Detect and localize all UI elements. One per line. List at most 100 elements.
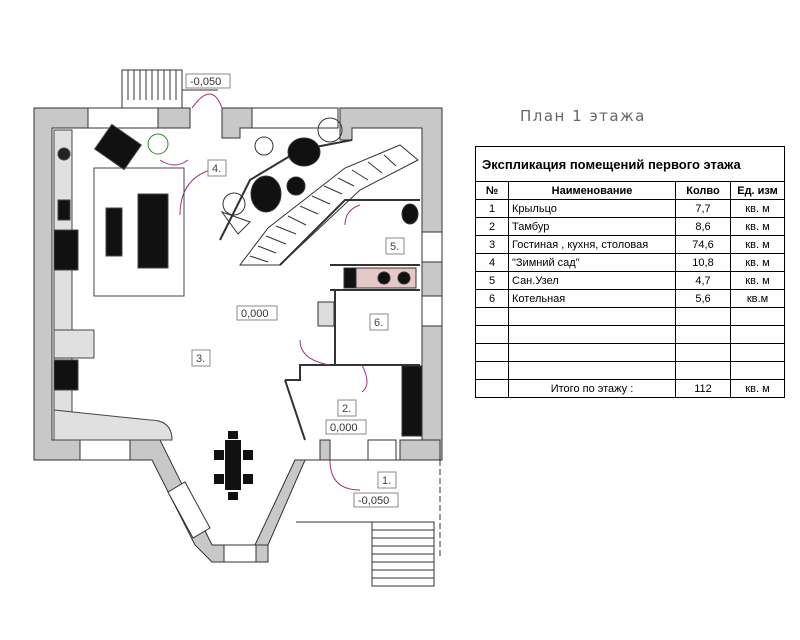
door-swing — [361, 364, 368, 393]
living-furniture — [93, 123, 185, 297]
cell-name: "Зимний сад" — [508, 253, 676, 272]
cell-unit: кв. м — [730, 235, 785, 254]
table-row: 2 Тамбур 8,6 кв. м — [475, 217, 785, 236]
cell-unit: кв. м — [730, 217, 785, 236]
cell-quantity — [675, 343, 731, 362]
table-row-empty — [475, 343, 785, 362]
piano — [93, 123, 143, 171]
cell-unit: кв. м — [730, 253, 785, 272]
sofa — [137, 193, 169, 269]
cell-number — [475, 361, 509, 380]
cell-unit: кв.м — [730, 289, 785, 308]
cell-number — [475, 379, 509, 398]
wall-bottom-right — [254, 439, 441, 546]
stair-step — [249, 255, 269, 263]
table-row: 4 "Зимний сад" 10,8 кв. м — [475, 253, 785, 272]
oven — [53, 229, 79, 271]
interior-stair — [238, 144, 419, 266]
shower-tray — [401, 203, 419, 225]
kitchen-counter — [53, 129, 173, 441]
dining-chair — [214, 474, 224, 484]
stair-step — [275, 225, 297, 235]
hob-burner — [57, 147, 71, 161]
stair-step — [299, 205, 319, 215]
dining-chair — [243, 474, 253, 484]
basin — [397, 271, 411, 285]
level-mark-living: 0,000 — [241, 308, 269, 320]
chair — [250, 175, 282, 213]
cell-quantity — [675, 325, 731, 344]
wall-right — [339, 107, 443, 461]
window — [87, 107, 159, 129]
stair-step — [265, 235, 287, 245]
wall-top-mid — [221, 107, 253, 139]
chair — [287, 137, 321, 167]
dining-chair — [228, 492, 238, 500]
cell-quantity: 10,8 — [675, 253, 731, 272]
cell-number: 6 — [475, 289, 509, 308]
dining-chair — [214, 450, 224, 460]
armchair — [105, 207, 123, 257]
toilet — [343, 267, 357, 289]
window — [421, 295, 443, 327]
cell-quantity — [675, 307, 731, 326]
level-mark-box — [353, 492, 399, 508]
stair-step — [351, 169, 369, 181]
garden-furniture — [220, 117, 343, 235]
room-label-6: 6. — [374, 317, 383, 329]
cell-quantity: 5,6 — [675, 289, 731, 308]
table — [286, 176, 306, 196]
dining-table — [225, 440, 241, 490]
room-label-box — [207, 159, 227, 177]
cell-name: Котельная — [508, 289, 676, 308]
total-label: Итого по этажу : — [508, 379, 676, 398]
partition — [279, 199, 420, 266]
counter-block — [53, 329, 95, 359]
table-row-empty — [475, 325, 785, 344]
room-label-box — [191, 349, 211, 367]
cell-number — [475, 343, 509, 362]
cell-name: Сан.Узел — [508, 271, 676, 290]
stair-outline — [238, 144, 419, 266]
door-swing — [179, 169, 211, 216]
stair-step — [367, 161, 383, 174]
stair-step — [287, 215, 307, 226]
cell-name — [508, 361, 676, 380]
cell-quantity: 4,7 — [675, 271, 731, 290]
level-mark-box — [325, 419, 367, 435]
window — [367, 439, 397, 461]
plant — [317, 117, 343, 143]
cell-quantity — [675, 361, 731, 380]
plant — [147, 133, 169, 155]
window — [421, 231, 443, 263]
stair-step — [337, 177, 355, 187]
window — [167, 481, 211, 539]
level-mark-porch: -0,050 — [358, 495, 389, 507]
cell-number: 1 — [475, 199, 509, 218]
stairs-bottom — [296, 460, 441, 587]
room-label-box — [385, 237, 405, 255]
stair-step — [257, 245, 277, 254]
level-marks: -0,050 0,000 0,000 -0,050 — [185, 73, 399, 508]
plant — [254, 136, 274, 156]
header-number: № — [475, 181, 509, 200]
cell-unit: кв. м — [730, 271, 785, 290]
table-row: 1 Крыльцо 7,7 кв. м — [475, 199, 785, 218]
fixtures — [317, 203, 423, 437]
header-name: Наименование — [508, 181, 676, 200]
table-total-row: Итого по этажу : 112 кв. м — [475, 379, 785, 398]
level-mark-box — [185, 73, 231, 89]
cell-name — [508, 325, 676, 344]
partition — [284, 379, 306, 441]
cell-number: 4 — [475, 253, 509, 272]
dining-set — [214, 431, 253, 500]
cell-name: Крыльцо — [508, 199, 676, 218]
room-label-1: 1. — [382, 475, 391, 487]
rug — [93, 167, 185, 297]
counter-corner — [53, 409, 173, 441]
explication-table: Экспликация помещений первого этажа № На… — [475, 146, 785, 398]
cell-unit — [730, 325, 785, 344]
cell-name: Тамбур — [508, 217, 676, 236]
